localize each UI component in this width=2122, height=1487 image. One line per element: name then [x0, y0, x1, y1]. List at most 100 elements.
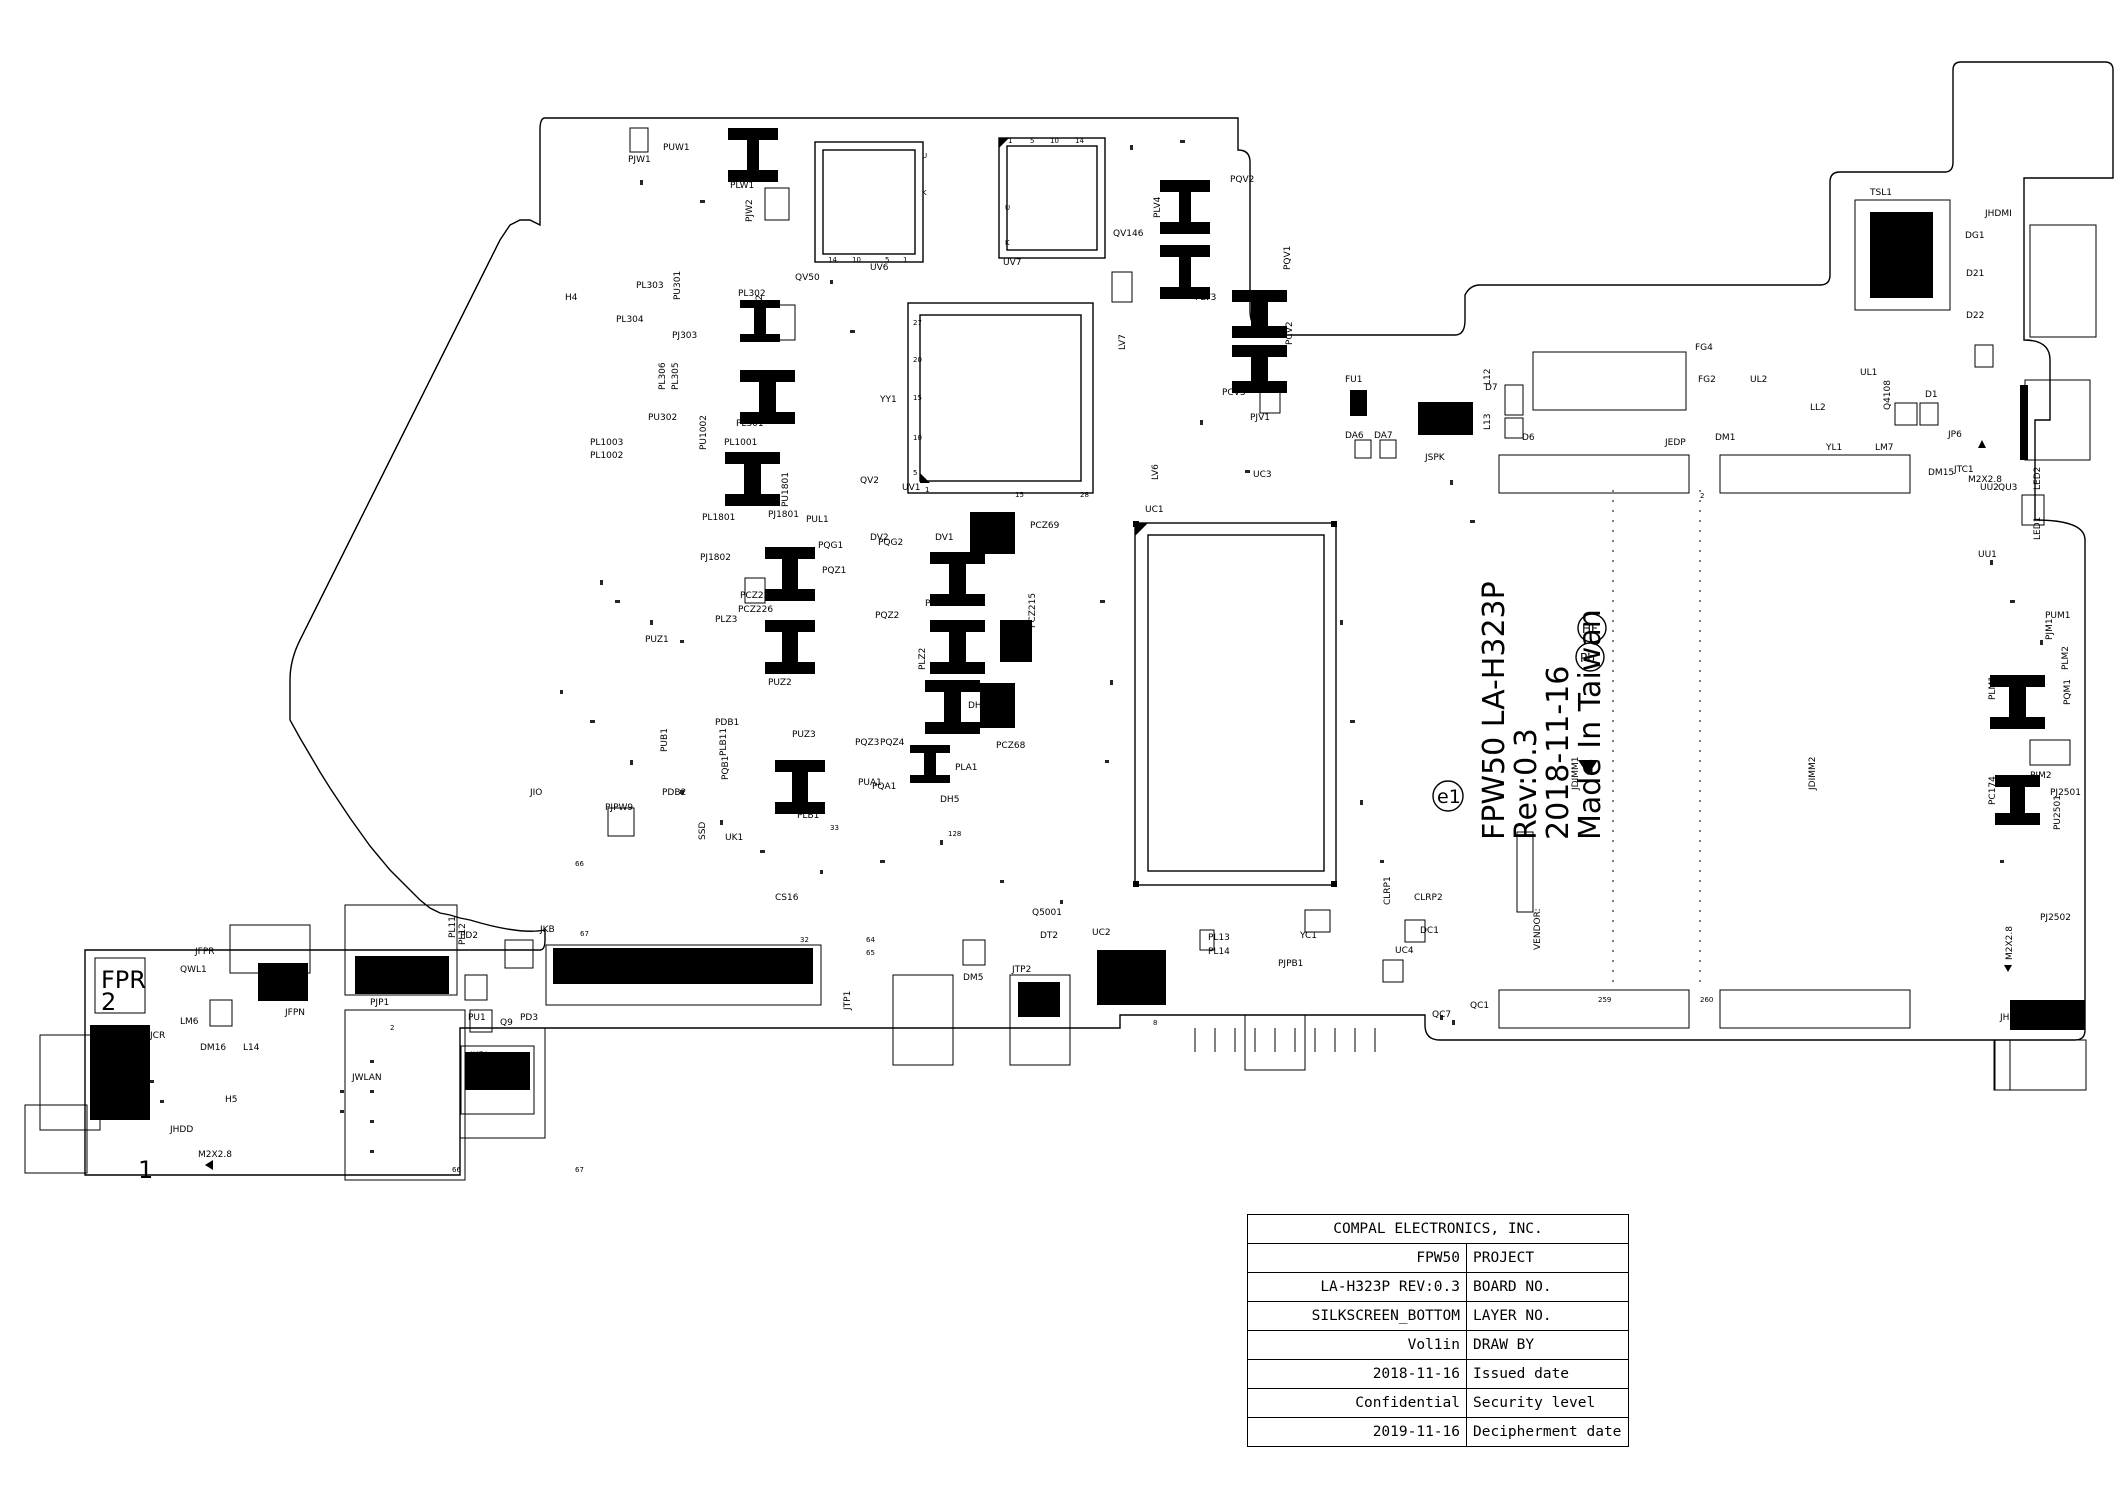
pin-number-label: 15	[913, 394, 922, 402]
refdes-label: PQZ1	[822, 566, 846, 576]
refdes-label: PL1801	[702, 513, 735, 523]
pin-number-label: 32	[800, 936, 809, 944]
refdes-label: LM6	[180, 1017, 199, 1027]
refdes-label: PL1003	[590, 438, 623, 448]
refdes-label: DV2	[870, 533, 889, 543]
refdes-label: PU1002	[699, 415, 709, 450]
refdes-label: PJW1	[628, 155, 651, 165]
refdes-label: JDIMM1	[1571, 757, 1581, 792]
refdes-label: PLZ3	[715, 615, 737, 625]
refdes-label: JWLAN	[351, 1073, 382, 1083]
refdes-label: JCR	[149, 1031, 165, 1041]
refdes-label: UC3	[1253, 470, 1272, 480]
jcr-outline	[39, 1034, 101, 1131]
refdes-label: QC7	[1432, 1010, 1451, 1020]
title-block-row: 2019-11-16 Decipherment date	[1247, 1417, 1629, 1447]
refdes-label: PU302	[648, 413, 677, 423]
security-level-value: Confidential	[1247, 1388, 1467, 1418]
pin-number-label: U	[922, 152, 927, 160]
refdes-label: UU2	[1980, 483, 1999, 493]
refdes-label: PUZ2	[768, 678, 792, 688]
pin-number-label: 14	[828, 256, 837, 264]
refdes-label: SSD	[698, 822, 708, 840]
refdes-label: PUZ3	[792, 730, 816, 740]
refdes-label: QU3	[1998, 483, 2017, 493]
refdes-label: PLZ2	[918, 648, 928, 670]
refdes-label: DM5	[963, 973, 983, 983]
kb-tail-outline	[459, 1028, 546, 1139]
svg-text:e1: e1	[1437, 786, 1461, 808]
refdes-label: UC4	[1395, 946, 1414, 956]
refdes-label: PL303	[636, 281, 664, 291]
jkb-black-strip	[553, 948, 813, 984]
refdes-label: UV6	[870, 263, 889, 273]
refdes-label: UV1	[902, 483, 920, 493]
refdes-label: PD3	[520, 1013, 538, 1023]
marking-line-3: 2018-11-16	[1541, 666, 1576, 840]
refdes-label: PQB1	[721, 756, 731, 780]
refdes-label: Q9	[500, 1018, 513, 1028]
refdes-label: PQA1	[872, 782, 896, 792]
refdes-label: LL2	[1810, 403, 1826, 413]
ic-uv7	[998, 137, 1106, 259]
title-block: COMPAL ELECTRONICS, INC. FPW50 PROJECT L…	[1247, 1214, 1629, 1447]
small-parts	[209, 127, 2071, 1033]
issued-date-key: Issued date	[1466, 1359, 1629, 1389]
title-block-row: FPW50 PROJECT	[1247, 1243, 1629, 1273]
svg-text:HF: HF	[1582, 622, 1598, 636]
refdes-label: PL1001	[724, 438, 757, 448]
pin-number-label: 67	[575, 1166, 584, 1174]
inductors	[725, 128, 2045, 825]
refdes-label: QV50	[795, 273, 820, 283]
refdes-label: PQZ2	[875, 611, 899, 621]
draw-by-value: Vol1in	[1247, 1330, 1467, 1360]
refdes-label: UL2	[1750, 375, 1767, 385]
jhdd-block	[90, 1025, 150, 1120]
refdes-label: PLB1	[797, 811, 819, 821]
fpr-box	[94, 957, 146, 1014]
refdes-label: LV7	[1118, 334, 1128, 350]
refdes-label: CS16	[775, 893, 799, 903]
board-marking: FPW50 LA-H323P Rev:0.3 2018-11-16 Made I…	[1477, 581, 1608, 840]
refdes-label: JIO	[529, 788, 542, 798]
pin-number-label: 15	[1015, 491, 1024, 499]
refdes-label: L12	[1483, 369, 1493, 385]
board-no-value: LA-H323P REV:0.3	[1247, 1272, 1467, 1302]
pin-number-label: 5	[913, 469, 917, 477]
pin-number-label: 67	[580, 930, 589, 938]
refdes-label: PL302	[738, 289, 766, 299]
screw-label-1: M2X2.8	[1968, 475, 2002, 485]
refdes-label: LED1	[2033, 517, 2043, 540]
marking-line-1: FPW50 LA-H323P	[1477, 581, 1512, 840]
refdes-label: PQZ3	[855, 738, 879, 748]
jfpr-block	[258, 963, 308, 1001]
jfpn-outline	[229, 924, 311, 974]
refdes-label: DH4	[968, 701, 988, 711]
refdes-label: FG4	[1695, 343, 1713, 353]
refdes-label: JHDD	[169, 1125, 193, 1135]
refdes-label: DG1	[1965, 231, 1985, 241]
refdes-label: PL1002	[590, 451, 623, 461]
refdes-label: PQV1	[1283, 246, 1293, 270]
audio-jack-outline	[1993, 1039, 2087, 1091]
fpr-label-2: 2	[101, 988, 116, 1016]
refdes-label: PCV3	[1222, 388, 1246, 398]
refdes-label: JSPK	[1424, 453, 1446, 463]
refdes-label: JDIMM2	[1808, 757, 1818, 792]
ic-uv6	[814, 141, 924, 263]
tsl1-block	[1870, 212, 1933, 298]
pjp1-connector	[355, 956, 449, 994]
issued-date-value: 2018-11-16	[1247, 1359, 1467, 1389]
pjpb1-pins	[1194, 1028, 1376, 1052]
pin-number-label: 28	[1080, 491, 1089, 499]
refdes-label: QC1	[1470, 1001, 1489, 1011]
refdes-label: PLG1	[925, 599, 948, 609]
refdes-label: H5	[225, 1095, 238, 1105]
pin-number-label: 5	[885, 256, 889, 264]
refdes-label: QWL1	[180, 965, 207, 975]
refdes-label: PUL1	[806, 515, 829, 525]
hdd-tab-outline	[24, 1104, 88, 1174]
refdes-label: PJ302	[755, 295, 765, 320]
refdes-label: PDB1	[715, 718, 739, 728]
refdes-label: YC1	[1299, 931, 1317, 941]
